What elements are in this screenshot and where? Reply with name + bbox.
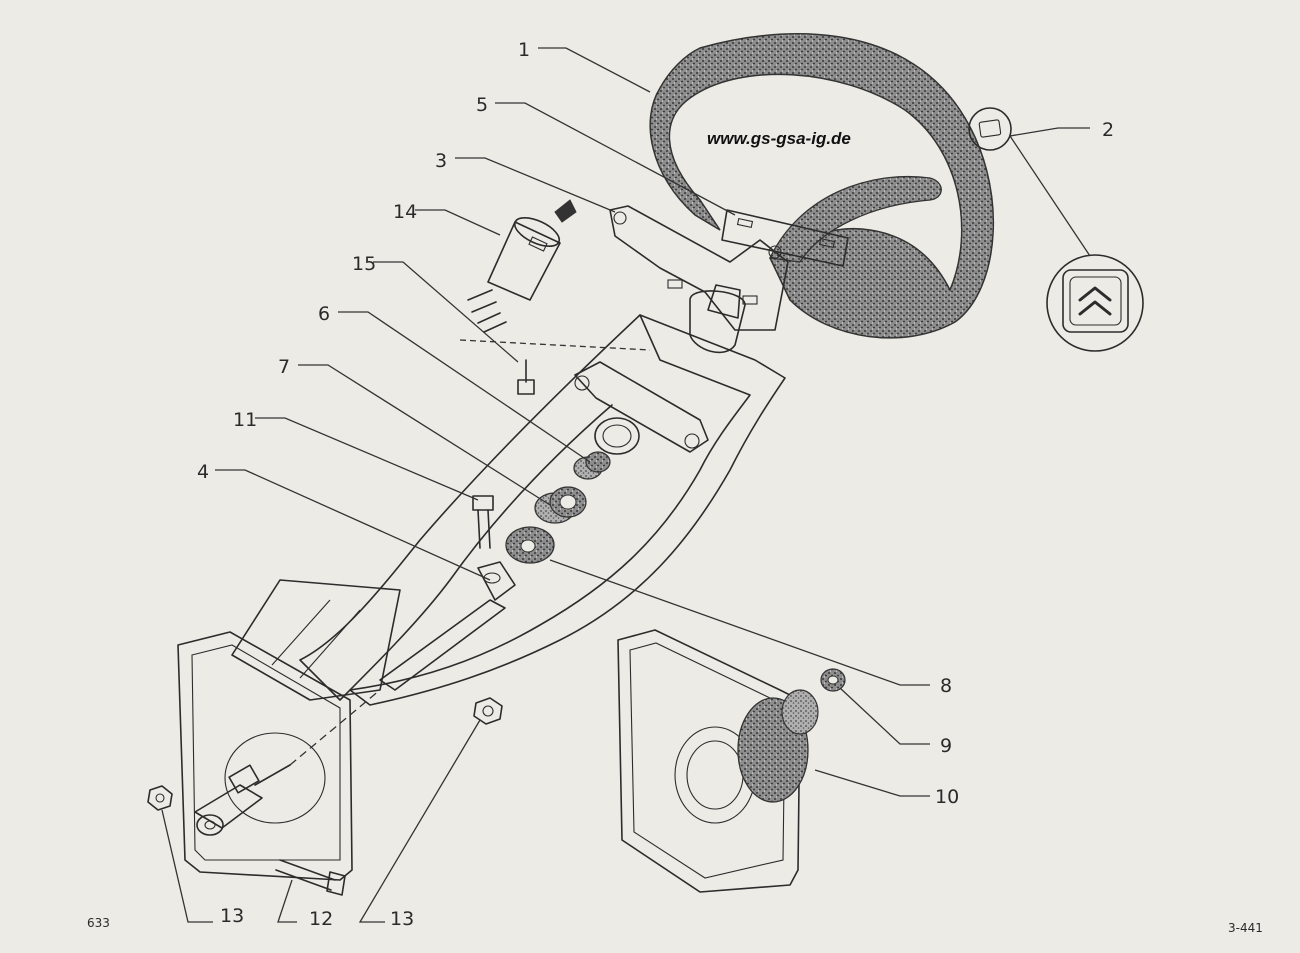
callout-2: 2 <box>1102 119 1114 141</box>
lower-column-boot <box>177 579 401 881</box>
bolt-12 <box>275 859 346 896</box>
callout-15: 15 <box>352 253 376 275</box>
column-tube <box>299 284 786 706</box>
horn-emblem <box>968 107 1144 352</box>
watermark-url: www.gs-gsa-ig.de <box>707 129 851 148</box>
steering-wheel <box>649 33 995 339</box>
callout-3: 3 <box>435 150 447 172</box>
plate-number: 633 <box>87 916 110 930</box>
lower-universal-joint <box>194 689 381 836</box>
callout-5: 5 <box>476 94 488 116</box>
callout-1: 1 <box>518 39 530 61</box>
screw-15 <box>517 359 535 395</box>
bolt-11 <box>472 495 494 549</box>
upper-universal-joint <box>379 561 516 691</box>
callout-11: 11 <box>233 409 257 431</box>
callout-10: 10 <box>935 786 959 808</box>
column-bracket <box>609 205 789 331</box>
callout-7: 7 <box>278 356 290 378</box>
washer-8 <box>505 526 555 564</box>
callout-9: 9 <box>940 735 952 757</box>
nut-13-left <box>147 785 173 811</box>
callout-12: 12 <box>309 908 333 930</box>
sheet-reference: 3-441 <box>1228 921 1263 935</box>
callout-8: 8 <box>940 675 952 697</box>
column-flange-housing <box>574 361 709 455</box>
bushing-9 <box>820 668 846 692</box>
bushing-6 <box>573 451 611 480</box>
callout-4: 4 <box>197 461 209 483</box>
seal-plate-10 <box>617 629 819 893</box>
callout-14: 14 <box>393 201 417 223</box>
bearing-7 <box>534 486 587 524</box>
leader-lines <box>161 47 1091 923</box>
ignition-switch <box>467 199 577 333</box>
callout-6: 6 <box>318 303 330 325</box>
nut-13-right <box>473 697 503 725</box>
callout-13-left: 13 <box>220 905 244 927</box>
callout-13-right: 13 <box>390 908 414 930</box>
hub-plate <box>721 209 849 267</box>
